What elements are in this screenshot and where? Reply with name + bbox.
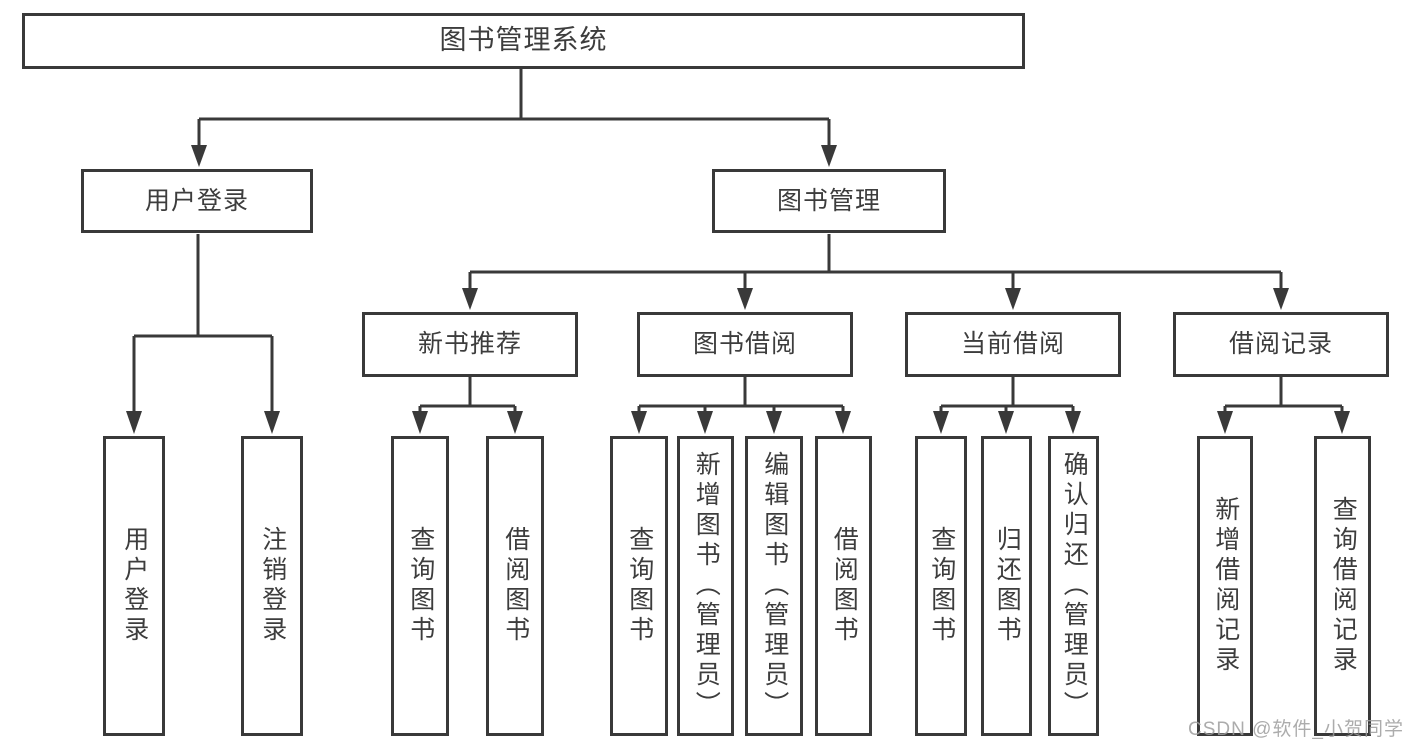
leaf-borrow-books-borrowing: 借阅图书 (815, 436, 872, 736)
arrowheads (126, 145, 1350, 434)
node-label: 新书推荐 (417, 330, 522, 359)
watermark: CSDN @软件_小贺同学 (1188, 719, 1404, 740)
leaf-logout: 注销登录 (241, 436, 303, 736)
node-label: 图书管理 (776, 186, 881, 215)
node-label: 新增图书（管理员） (692, 451, 721, 721)
leaf-add-books-admin: 新增图书（管理员） (677, 436, 734, 736)
node-current-borrowing: 当前借阅 (905, 312, 1121, 377)
node-label: 归还图书 (993, 526, 1022, 646)
leaf-confirm-return-admin: 确认归还（管理员） (1048, 436, 1099, 736)
node-label: 借阅图书 (501, 526, 530, 646)
node-book-borrowing: 图书借阅 (637, 312, 853, 377)
node-book-management: 图书管理 (712, 169, 946, 233)
leaf-borrow-books-recommend: 借阅图书 (486, 436, 544, 736)
node-label: 查询图书 (625, 526, 654, 646)
node-label: 图书借阅 (692, 330, 797, 359)
node-label: 图书管理系统 (439, 25, 608, 56)
node-label: 用户登录 (144, 186, 249, 215)
node-label: 查询图书 (406, 526, 435, 646)
leaf-query-books-borrowing: 查询图书 (610, 436, 668, 736)
node-label: 查询借阅记录 (1329, 496, 1358, 676)
node-new-book-recommendation: 新书推荐 (362, 312, 578, 377)
leaf-edit-books-admin: 编辑图书（管理员） (745, 436, 803, 736)
node-label: 注销登录 (258, 526, 287, 646)
node-label: 当前借阅 (960, 330, 1065, 359)
node-label: 查询图书 (927, 526, 956, 646)
leaf-user-login: 用户登录 (103, 436, 165, 736)
node-borrowing-records: 借阅记录 (1173, 312, 1389, 377)
node-label: 新增借阅记录 (1211, 496, 1240, 676)
node-library-management-system: 图书管理系统 (22, 13, 1025, 69)
node-label: 编辑图书（管理员） (760, 451, 789, 721)
leaf-add-borrow-record: 新增借阅记录 (1197, 436, 1253, 736)
node-label: 借阅图书 (830, 526, 859, 646)
node-user-login: 用户登录 (81, 169, 313, 233)
node-label: 借阅记录 (1228, 330, 1333, 359)
node-label: 用户登录 (120, 526, 149, 646)
leaf-query-books-recommend: 查询图书 (391, 436, 449, 736)
leaf-query-borrow-record: 查询借阅记录 (1314, 436, 1371, 736)
leaf-query-books-current: 查询图书 (915, 436, 967, 736)
leaf-return-books: 归还图书 (981, 436, 1032, 736)
node-label: 确认归还（管理员） (1060, 451, 1089, 721)
